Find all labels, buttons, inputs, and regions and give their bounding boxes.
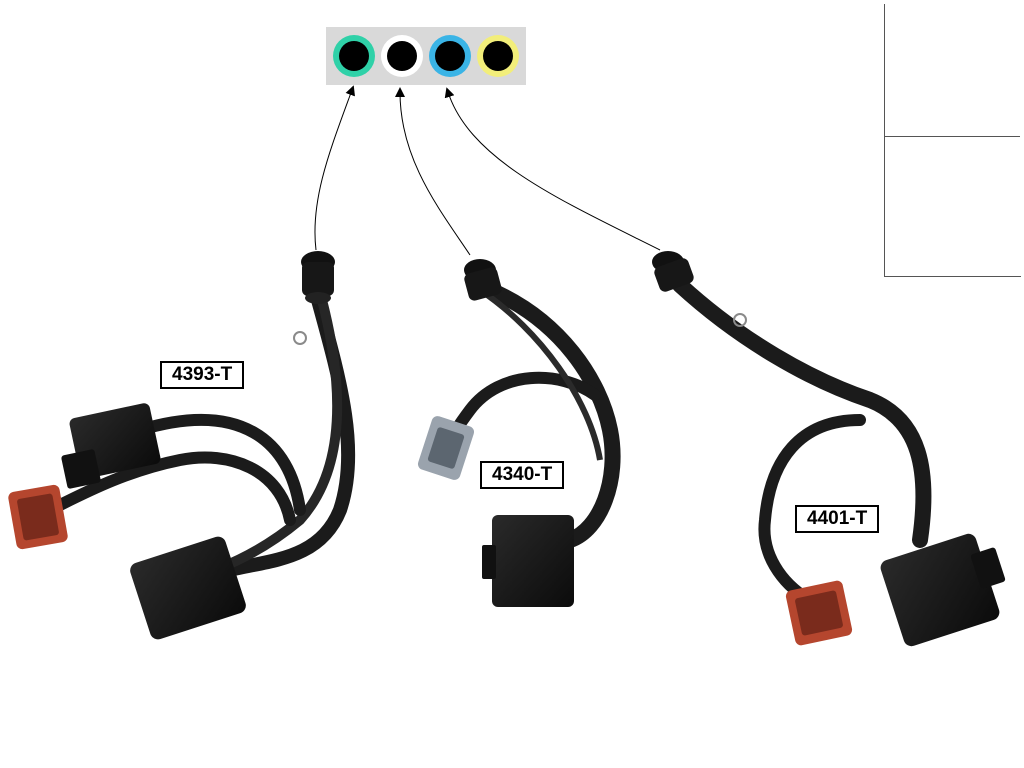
pointer-line-4340 — [395, 87, 471, 256]
label-4340: 4340-T — [480, 461, 565, 489]
label-4393: 4393-T — [160, 361, 245, 389]
pointer-line-4401 — [444, 87, 661, 251]
port-core-1 — [339, 41, 369, 71]
side-thumbnail-panel — [884, 4, 1021, 277]
side-panel-divider — [884, 136, 1020, 137]
label-4401: 4401-T — [795, 505, 880, 533]
port-legend-graphic — [333, 35, 519, 77]
pointer-line-4393 — [314, 85, 355, 251]
port-legend — [326, 27, 526, 85]
harness-4401 — [652, 251, 1006, 647]
port-core-3 — [435, 41, 465, 71]
port-core-4 — [483, 41, 513, 71]
port-core-2 — [387, 41, 417, 71]
harness-4340 — [417, 259, 621, 607]
harness-4393 — [8, 251, 356, 640]
